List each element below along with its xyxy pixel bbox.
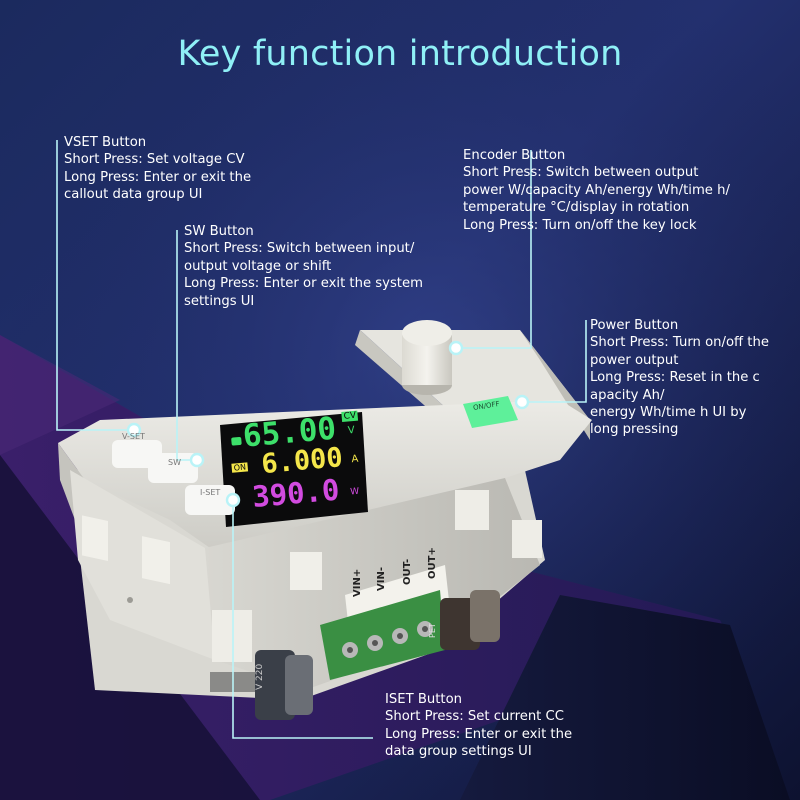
iset-callout-line: Short Press: Set current CC [385,709,564,725]
terminal-vin-minus: VIN- [376,567,387,591]
power-callout: Power Button Short Press: Turn on/off th… [590,317,769,439]
power-callout-heading: Power Button [590,318,679,333]
encoder-callout-heading: Encoder Button [463,148,566,163]
power-callout-line: power output [590,352,679,368]
encoder-callout-line: Short Press: Switch between output [463,165,699,181]
iset-callout-line: data group settings UI [385,744,532,760]
iset-button-label: I-SET [200,488,221,497]
encoder-callout-line: Long Press: Turn on/off the key lock [463,217,697,233]
current-unit: A [351,453,359,466]
capacitor-label: V 220 [255,663,265,690]
power-callout-line: apacity Ah/ [590,387,665,403]
vset-callout-line: callout data group UI [64,187,203,203]
sw-callout-line: Long Press: Enter or exit the system [184,276,423,292]
terminal-vin-plus: VIN+ [352,568,363,597]
leader-dots [126,340,530,508]
power-callout-line: Long Press: Reset in the c [590,370,760,386]
iset-callout-heading: ISET Button [385,692,463,707]
vset-callout-heading: VSET Button [64,135,147,150]
vset-callout: VSET Button Short Press: Set voltage CV … [64,134,251,204]
encoder-callout-line: temperature °C/display in rotation [463,200,690,216]
sw-callout-line: Short Press: Switch between input/ [184,241,415,257]
vset-callout-line: Short Press: Set voltage CV [64,152,245,168]
lcd-screen [220,412,368,527]
cv-badge: CV [341,410,359,422]
power-callout-line: Short Press: Turn on/off the [590,335,769,351]
iset-button[interactable] [185,485,235,515]
iset-callout: ISET Button Short Press: Set current CC … [385,691,572,761]
sw-callout: SW Button Short Press: Switch between in… [184,223,423,310]
encoder-callout-line: power W/capacity Ah/energy Wh/time h/ [463,182,730,198]
power-unit: W [349,486,360,498]
on-badge: ON [231,462,249,473]
capacitor-mark: PET [428,623,437,638]
lcd-readout: 65.00 CV V ON 6.000 A 390.0 W [224,408,373,528]
vset-callout-line: Long Press: Enter or exit the [64,169,252,185]
encoder-callout: Encoder Button Short Press: Switch betwe… [463,147,730,234]
voltage-unit: V [347,424,356,437]
terminal-labels: VIN+ VIN- OUT- OUT+ [352,547,452,625]
terminal-out-minus: OUT- [402,558,413,585]
power-callout-line: long pressing [590,422,679,438]
power-readout: 390.0 [250,472,341,515]
sw-callout-line: settings UI [184,293,255,309]
sw-button-label: SW [168,458,181,467]
vset-button-label: V-SET [122,432,145,441]
sw-callout-heading: SW Button [184,224,254,239]
sound-icon [231,436,242,446]
iset-callout-line: Long Press: Enter or exit the [385,726,573,742]
onoff-button[interactable] [463,396,518,428]
sw-callout-line: output voltage or shift [184,258,332,274]
power-callout-line: energy Wh/time h UI by [590,405,747,421]
terminal-out-plus: OUT+ [427,547,438,579]
platform-front [460,595,790,800]
page-title: Key function introduction [177,34,623,74]
